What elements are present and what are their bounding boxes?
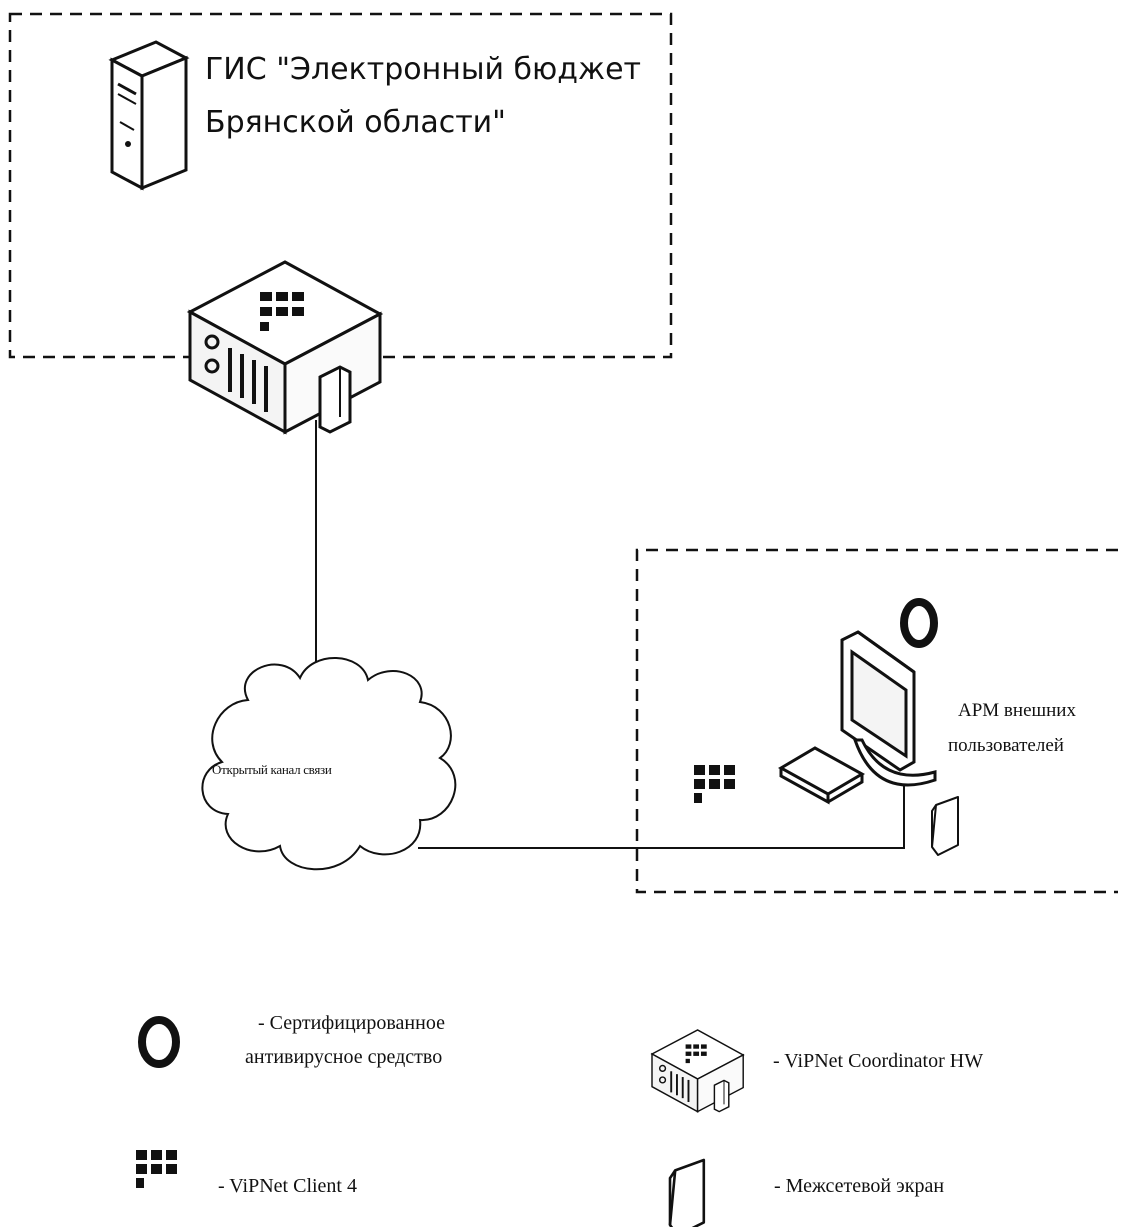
legend-antivirus-label-line1: - Сертифицированное xyxy=(258,1012,445,1034)
legend-firewall-icon xyxy=(668,1158,706,1227)
server-icon xyxy=(108,40,190,191)
vipnet-client-icon xyxy=(694,765,735,803)
cloud-label: Открытый канал связи xyxy=(212,762,332,777)
gis-zone-title-line2: Брянской области" xyxy=(205,105,506,140)
cloud-icon xyxy=(201,657,457,871)
firewall-icon xyxy=(931,796,959,856)
gis-zone-boundary xyxy=(8,12,673,359)
arm-zone-label-line1: АРМ внешних xyxy=(958,700,1076,721)
arm-zone-label-line2: пользователей xyxy=(948,735,1064,756)
legend-coordinator-label: - ViPNet Coordinator HW xyxy=(773,1050,984,1072)
vipnet-coordinator-hw-icon xyxy=(188,260,382,434)
legend-antivirus-label-line2: антивирусное средство xyxy=(245,1046,443,1068)
antivirus-ring-icon xyxy=(900,598,938,648)
legend-coordinator-icon xyxy=(651,1029,745,1113)
legend-antivirus-icon xyxy=(138,1016,180,1068)
link-cloud-workstation xyxy=(418,782,905,849)
gis-zone-title-line1: ГИС "Электронный бюджет xyxy=(205,52,641,87)
legend-firewall-label: - Межсетевой экран xyxy=(774,1175,945,1197)
workstation-icon xyxy=(777,630,937,805)
arm-zone-boundary xyxy=(635,548,1118,894)
legend-client-icon xyxy=(136,1150,177,1188)
legend-client-label: - ViPNet Client 4 xyxy=(218,1175,357,1197)
